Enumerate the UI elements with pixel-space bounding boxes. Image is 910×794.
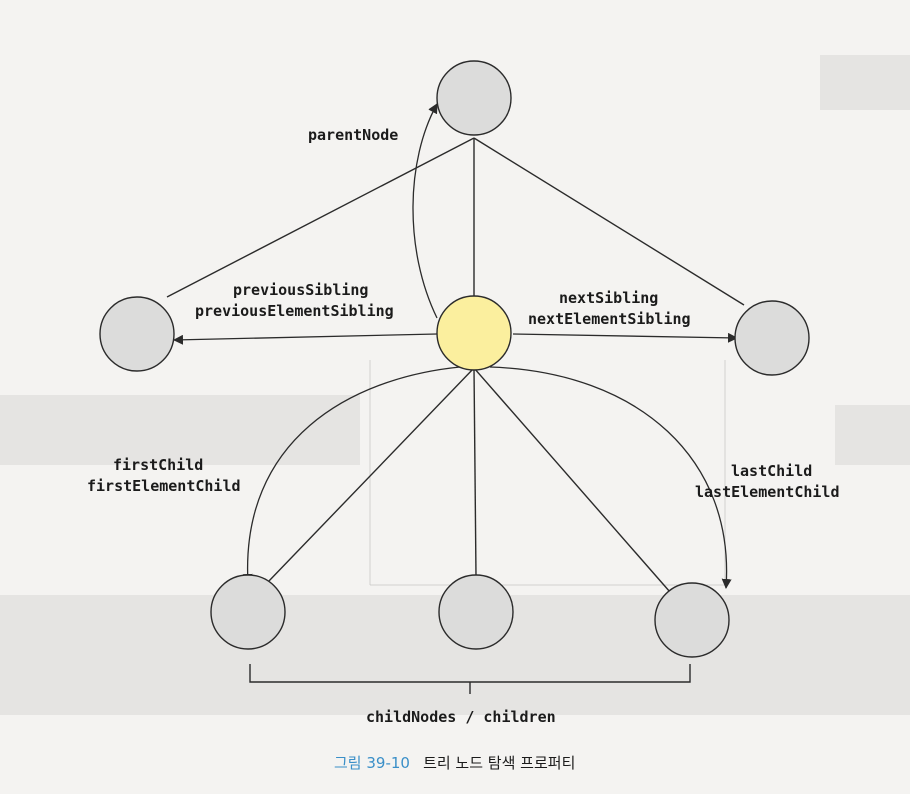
middle-child-node — [438, 574, 514, 650]
label-child-nodes: childNodes / children — [366, 708, 556, 726]
navigation-arrows — [173, 103, 738, 589]
label-previous-element-sibling: previousElementSibling — [195, 302, 394, 320]
label-next-sibling: nextSibling — [559, 289, 658, 307]
label-first-element-child: firstElementChild — [87, 477, 241, 495]
figure-number: 그림 39-10 — [334, 754, 410, 772]
label-previous-sibling: previousSibling — [233, 281, 368, 299]
label-last-child: lastChild — [731, 462, 812, 480]
label-parent-node: parentNode — [308, 126, 398, 144]
label-next-element-sibling: nextElementSibling — [528, 310, 691, 328]
last-child-node — [654, 582, 730, 658]
current-node — [436, 295, 512, 371]
parent-node — [436, 60, 512, 136]
first-child-arrow — [242, 366, 461, 584]
next-sibling-arrow — [512, 332, 738, 343]
first-child-node — [210, 574, 286, 650]
edge-parent-next — [473, 137, 745, 306]
edge-current-last — [473, 367, 671, 593]
last-child-arrow — [489, 366, 732, 589]
label-last-element-child: lastElementChild — [695, 483, 840, 501]
tree-edges — [166, 137, 745, 593]
figure-caption: 그림 39-10 트리 노드 탐색 프로퍼티 — [334, 753, 575, 772]
label-first-child: firstChild — [113, 456, 203, 474]
children-bracket — [249, 664, 691, 694]
next-sibling-node — [734, 300, 810, 376]
parent-node-arrow — [412, 103, 438, 319]
previous-sibling-arrow — [173, 333, 438, 345]
previous-sibling-node — [99, 296, 175, 372]
edge-current-first — [267, 367, 475, 583]
edge-parent-previous — [166, 137, 475, 298]
edge-current-middle — [473, 367, 477, 577]
figure-title: 트리 노드 탐색 프로퍼티 — [423, 754, 575, 772]
